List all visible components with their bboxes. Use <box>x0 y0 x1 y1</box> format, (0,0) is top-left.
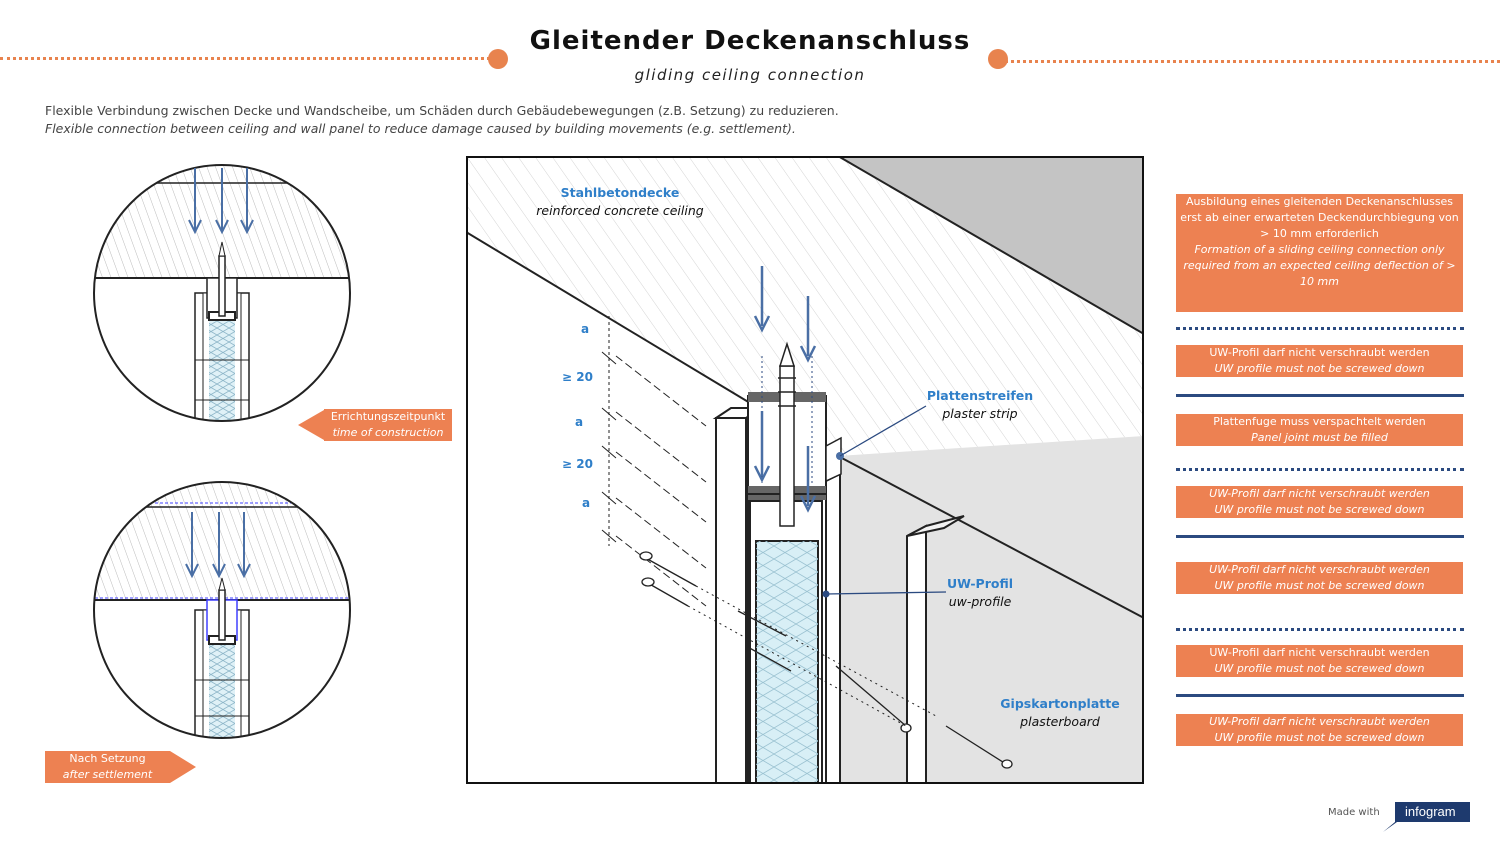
note-4-en: UW profile must not be screwed down <box>1214 503 1425 516</box>
header-dotted-line-right <box>1000 60 1500 63</box>
infogram-badge-icon <box>1383 802 1470 832</box>
dimension-chain <box>601 316 707 607</box>
note-2: UW-Profil darf nicht verschraubt werden … <box>1176 345 1463 377</box>
note-2-en: UW profile must not be screwed down <box>1214 362 1425 375</box>
label-uw-profile: UW-Profil uw-profile <box>925 575 1035 611</box>
profile-de: UW-Profil <box>946 576 1014 591</box>
construction-en: time of construction <box>332 426 444 439</box>
detail-construction <box>94 165 350 421</box>
note-7: UW-Profil darf nicht verschraubt werden … <box>1176 714 1463 746</box>
strip-de: Plattenstreifen <box>926 388 1034 403</box>
note-3-en: Panel joint must be filled <box>1251 431 1388 444</box>
header-dot-right <box>988 49 1008 69</box>
dim-gap-2: ≥ 20 <box>562 457 593 471</box>
infogram-logo[interactable]: infogram <box>1383 802 1470 832</box>
note-5-en: UW profile must not be screwed down <box>1214 579 1425 592</box>
header-dot-left <box>488 49 508 69</box>
settlement-de: Nach Setzung <box>69 752 146 765</box>
separator-4 <box>1176 535 1464 538</box>
label-plaster-strip: Plattenstreifen plaster strip <box>910 387 1050 423</box>
separator-2 <box>1176 394 1464 397</box>
construction-pointer-icon <box>298 410 324 440</box>
intro-de: Flexible Verbindung zwischen Decke und W… <box>45 103 839 118</box>
board-en: plasterboard <box>1020 714 1100 729</box>
dim-gap-1: ≥ 20 <box>562 370 593 384</box>
note-2-de: UW-Profil darf nicht verschraubt werden <box>1209 346 1430 359</box>
note-3-de: Plattenfuge muss verspachtelt werden <box>1213 415 1426 428</box>
detail-settlement <box>94 482 350 738</box>
detail-circles <box>93 164 351 739</box>
note-7-de: UW-Profil darf nicht verschraubt werden <box>1209 715 1430 728</box>
strip-en: plaster strip <box>942 406 1018 421</box>
note-4: UW-Profil darf nicht verschraubt werden … <box>1176 486 1463 518</box>
separator-1 <box>1176 327 1464 330</box>
note-3: Plattenfuge muss verspachtelt werden Pan… <box>1176 414 1463 446</box>
note-1: Ausbildung eines gleitenden Deckenanschl… <box>1176 194 1463 312</box>
intro-en: Flexible connection between ceiling and … <box>45 121 796 136</box>
label-after-settlement: Nach Setzung after settlement <box>45 751 170 783</box>
screws <box>639 551 1013 769</box>
load-arrows-top <box>188 168 254 235</box>
dim-a-3: a <box>582 496 591 510</box>
board-de: Gipskartonplatte <box>1000 696 1120 711</box>
note-7-en: UW profile must not be screwed down <box>1214 731 1425 744</box>
note-5: UW-Profil darf nicht verschraubt werden … <box>1176 562 1463 594</box>
page-title: Gleitender Deckenanschluss <box>529 26 971 56</box>
ceiling-en: reinforced concrete ceiling <box>536 203 704 218</box>
main-diagram <box>466 156 1144 784</box>
construction-de: Errichtungszeitpunkt <box>330 410 446 423</box>
load-arrows-bottom <box>185 512 251 579</box>
note-6: UW-Profil darf nicht verschraubt werden … <box>1176 645 1463 677</box>
settlement-pointer-icon <box>170 751 196 783</box>
label-construction-time: Errichtungszeitpunkt time of constructio… <box>324 409 452 441</box>
note-4-de: UW-Profil darf nicht verschraubt werden <box>1209 487 1430 500</box>
note-1-de: Ausbildung eines gleitenden Deckenanschl… <box>1180 195 1459 240</box>
label-plasterboard: Gipskartonplatte plasterboard <box>990 695 1130 731</box>
separator-3 <box>1176 468 1464 471</box>
ceiling-de: Stahlbetondecke <box>560 185 680 200</box>
note-6-de: UW-Profil darf nicht verschraubt werden <box>1209 646 1430 659</box>
label-ceiling: Stahlbetondecke reinforced concrete ceil… <box>530 184 710 220</box>
note-1-en: Formation of a sliding ceiling connectio… <box>1183 243 1456 288</box>
infogram-brand: infogram <box>1405 804 1456 819</box>
header-dotted-line-left <box>0 57 490 60</box>
settlement-en: after settlement <box>62 768 153 781</box>
intro-text: Flexible Verbindung zwischen Decke und W… <box>45 102 839 138</box>
page-subtitle: gliding ceiling connection <box>634 66 866 84</box>
note-6-en: UW profile must not be screwed down <box>1214 662 1425 675</box>
dim-a-1: a <box>581 322 590 336</box>
main-load-arrows <box>753 266 817 513</box>
dim-a-2: a <box>575 415 584 429</box>
separator-6 <box>1176 694 1464 697</box>
made-with-text: Made with <box>1328 807 1380 818</box>
note-5-de: UW-Profil darf nicht verschraubt werden <box>1209 563 1430 576</box>
profile-en: uw-profile <box>948 594 1012 609</box>
separator-5 <box>1176 628 1464 631</box>
